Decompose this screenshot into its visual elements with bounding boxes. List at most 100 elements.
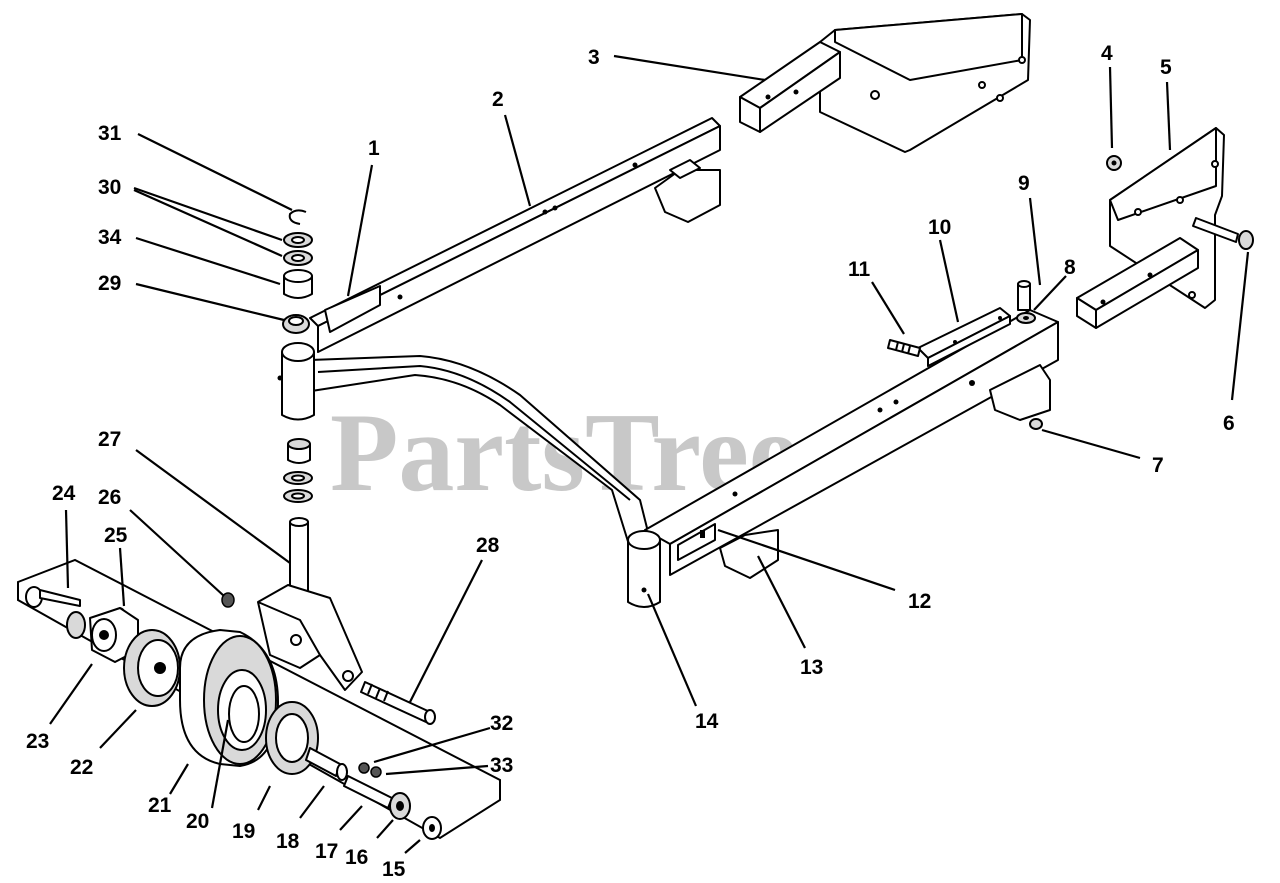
- leader-33: [385, 764, 489, 776]
- part-19-rim-half: [265, 701, 319, 775]
- leader-27: [135, 449, 291, 564]
- callout-27: 27: [98, 428, 121, 451]
- leader-8: [1033, 275, 1067, 311]
- leader-22: [99, 709, 137, 749]
- callout-25: 25: [104, 524, 128, 547]
- leader-16: [376, 819, 394, 839]
- part-11-bolt: [887, 339, 921, 357]
- leader-4: [1108, 66, 1114, 149]
- callout-28: 28: [476, 534, 500, 557]
- callout-17: 17: [315, 840, 338, 863]
- lower-bearing-2: [283, 489, 313, 503]
- part-3-bracket: [739, 13, 1031, 153]
- callout-5: 5: [1160, 56, 1172, 79]
- leader-28: [409, 559, 483, 703]
- callout-23: 23: [26, 730, 49, 753]
- part-10-plate: [917, 307, 1011, 367]
- part-9-bolt: [1017, 280, 1031, 311]
- leader-20: [210, 719, 230, 809]
- callout-2: 2: [492, 88, 504, 111]
- callout-13: 13: [800, 656, 823, 679]
- leader-11: [871, 281, 905, 335]
- leader-10: [938, 239, 960, 323]
- part-4-nut: [1106, 155, 1122, 171]
- callout-31: 31: [98, 122, 122, 145]
- part-5-bracket: [1076, 127, 1225, 329]
- leader-34: [135, 236, 281, 286]
- leader-30b: [133, 188, 283, 258]
- callout-21: 21: [148, 794, 172, 817]
- callout-16: 16: [345, 846, 368, 869]
- part-8-washer: [1016, 312, 1036, 324]
- callout-7: 7: [1152, 454, 1164, 477]
- leader-13: [757, 555, 806, 649]
- leader-21: [169, 763, 189, 795]
- leader-25: [118, 547, 126, 607]
- leader-30a: [133, 186, 283, 242]
- part-26-nut: [221, 592, 235, 608]
- part-2-rail: [309, 117, 721, 353]
- callout-labels: 1 2 3 4 5 6 7 8 9 10 11 12 13 14 15 16 1…: [26, 42, 1235, 881]
- leader-3: [613, 54, 766, 82]
- leader-19: [257, 785, 271, 811]
- callout-3: 3: [588, 46, 600, 69]
- part-7-nut: [1029, 418, 1043, 430]
- callout-10: 10: [928, 216, 951, 239]
- callout-15: 15: [382, 858, 406, 881]
- part-33-nut: [370, 766, 382, 778]
- callout-1: 1: [368, 137, 380, 160]
- callout-29: 29: [98, 272, 121, 295]
- callout-20: 20: [186, 810, 209, 833]
- part-6-bolt: [1192, 217, 1254, 250]
- callout-30: 30: [98, 176, 121, 199]
- leader-29: [135, 282, 285, 322]
- callout-11: 11: [848, 258, 871, 281]
- callout-22: 22: [70, 756, 93, 779]
- part-30-bearing-lower: [283, 250, 313, 266]
- callout-33: 33: [490, 754, 513, 777]
- leader-7: [1041, 428, 1141, 460]
- leader-17: [339, 805, 363, 831]
- callout-9: 9: [1018, 172, 1030, 195]
- callout-32: 32: [490, 712, 513, 735]
- lower-bearing-1: [283, 471, 313, 485]
- leader-15: [404, 839, 421, 854]
- leader-9: [1028, 197, 1042, 286]
- part-30-bearing-upper: [283, 232, 313, 248]
- main-frame: [277, 309, 1059, 608]
- leader-lines: [49, 54, 1250, 854]
- part-24-bolt: [25, 586, 81, 608]
- callout-34: 34: [98, 226, 122, 249]
- part-20-tube: [217, 669, 267, 751]
- part-29-bushing: [282, 314, 310, 334]
- part-32-nut: [358, 762, 370, 774]
- leader-24: [64, 509, 70, 589]
- callout-4: 4: [1101, 42, 1113, 65]
- part-17-axle: [343, 775, 393, 809]
- part-34-spacer: [283, 269, 313, 299]
- leader-12: [717, 528, 896, 592]
- callout-24: 24: [52, 482, 76, 505]
- callout-19: 19: [232, 820, 255, 843]
- part-22-rim-half: [123, 629, 181, 707]
- lower-bushing: [287, 438, 311, 464]
- leader-5: [1165, 81, 1172, 151]
- leader-2: [503, 114, 532, 207]
- leader-14: [646, 593, 698, 707]
- leader-32: [373, 726, 491, 764]
- part-18-spacer: [305, 747, 348, 781]
- leader-26: [129, 509, 225, 597]
- wheel-assembly-outline: [17, 558, 501, 840]
- callout-26: 26: [98, 486, 121, 509]
- leader-6: [1230, 251, 1250, 401]
- part-16-bearing: [389, 792, 411, 820]
- part-15-washer: [422, 816, 442, 840]
- part-27-caster-fork: [257, 517, 363, 691]
- callout-14: 14: [695, 710, 719, 733]
- part-28-axle-bolt: [360, 681, 436, 725]
- callout-18: 18: [276, 830, 300, 853]
- callout-8: 8: [1064, 256, 1076, 279]
- part-31-snap-ring: [288, 209, 307, 225]
- leader-23: [49, 663, 93, 725]
